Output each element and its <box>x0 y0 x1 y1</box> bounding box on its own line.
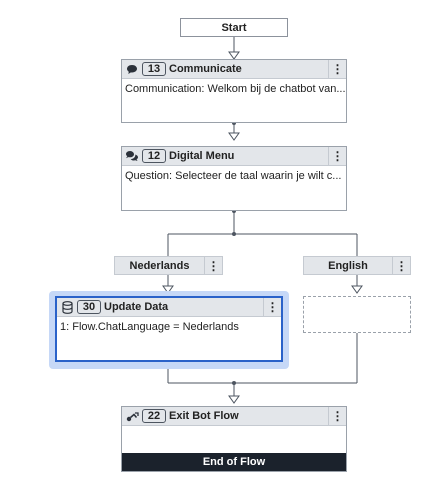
node-title: Digital Menu <box>169 150 235 162</box>
exit-bot-flow-node[interactable]: 22 Exit Bot Flow ⋮ End of Flow <box>121 406 347 472</box>
node-number: 12 <box>142 149 166 163</box>
end-of-flow-bar: End of Flow <box>122 453 346 471</box>
node-menu-button[interactable]: ⋮ <box>328 407 346 425</box>
node-header: 12 Digital Menu ⋮ <box>122 147 346 166</box>
node-header: 13 Communicate ⋮ <box>122 60 346 79</box>
branch-label: English <box>328 259 368 272</box>
node-body: 1: Flow.ChatLanguage = Nederlands <box>60 321 239 333</box>
node-header: 30 Update Data ⋮ <box>57 298 281 317</box>
node-number: 13 <box>142 62 166 76</box>
end-of-flow-label: End of Flow <box>202 456 266 468</box>
exit-flow-icon <box>125 409 139 423</box>
node-title: Update Data <box>104 301 169 313</box>
start-node[interactable]: Start <box>180 18 288 37</box>
communicate-node[interactable]: 13 Communicate ⋮ Communication: Welkom b… <box>121 59 347 123</box>
node-number: 30 <box>77 300 101 314</box>
node-title: Exit Bot Flow <box>169 410 239 422</box>
node-body: Question: Selecteer de taal waarin je wi… <box>125 170 342 182</box>
branch-label: Nederlands <box>129 259 190 272</box>
branch-nederlands[interactable]: Nederlands ⋮ <box>114 256 223 275</box>
connector-dot <box>232 232 236 236</box>
node-menu-button[interactable]: ⋮ <box>328 60 346 78</box>
node-header: 22 Exit Bot Flow ⋮ <box>122 407 346 426</box>
node-menu-button[interactable]: ⋮ <box>263 298 281 316</box>
node-menu-button[interactable]: ⋮ <box>328 147 346 165</box>
start-label: Start <box>221 21 247 34</box>
update-data-node[interactable]: 30 Update Data ⋮ 1: Flow.ChatLanguage = … <box>55 296 283 362</box>
connector-dot <box>232 381 236 385</box>
empty-drop-target[interactable] <box>303 296 411 333</box>
node-number: 22 <box>142 409 166 423</box>
chat-bubbles-icon <box>125 149 139 163</box>
speech-bubble-icon <box>125 62 139 76</box>
digital-menu-node[interactable]: 12 Digital Menu ⋮ Question: Selecteer de… <box>121 146 347 211</box>
branch-english[interactable]: English ⋮ <box>303 256 411 275</box>
branch-menu-button[interactable]: ⋮ <box>392 257 410 274</box>
branch-menu-button[interactable]: ⋮ <box>204 257 222 274</box>
node-body: Communication: Welkom bij de chatbot van… <box>125 83 346 95</box>
database-icon <box>60 300 74 314</box>
node-title: Communicate <box>169 63 242 75</box>
